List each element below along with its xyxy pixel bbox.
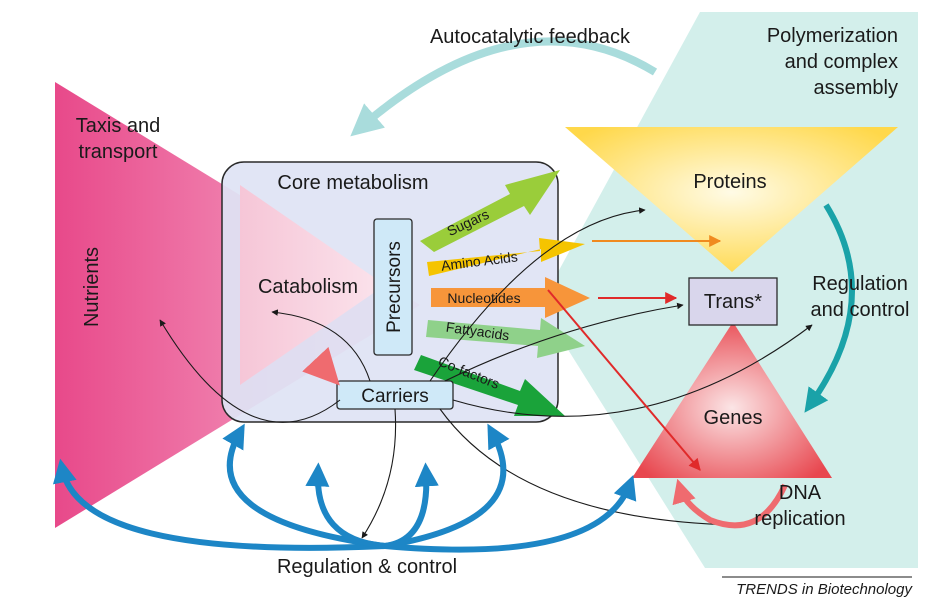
autocatalytic-label: Autocatalytic feedback xyxy=(430,26,631,48)
product-arrow-fattyacids xyxy=(426,318,585,358)
precursors-label: Precursors xyxy=(384,241,405,333)
taxis-label-2: transport xyxy=(79,141,158,163)
regulation-arrows xyxy=(53,423,637,553)
catabolism-label: Catabolism xyxy=(258,276,358,298)
carriers-label: Carriers xyxy=(361,386,429,407)
trans-label: Trans* xyxy=(704,291,762,313)
product-label-nucleotides: Nucleotides xyxy=(447,290,520,306)
product-arrow-sugars xyxy=(420,170,560,252)
polymerization-label-2: and complex xyxy=(785,51,898,73)
product-arrow-amino-acids xyxy=(427,238,585,276)
nucleotides-to-genes-arrow xyxy=(547,289,701,471)
credit-label: TRENDS in Biotechnology xyxy=(736,581,913,598)
dna-label-1: DNA xyxy=(779,482,822,504)
proteins-label: Proteins xyxy=(693,171,766,193)
catabolism-triangle xyxy=(240,185,385,385)
genes-label: Genes xyxy=(704,407,763,429)
taxis-label-1: Taxis and xyxy=(76,115,161,137)
genes-triangle xyxy=(632,322,832,478)
dna-replication-arrow xyxy=(672,478,788,529)
polymerization-label-1: Polymerization xyxy=(767,25,898,47)
regulation-right-label-1: Regulation xyxy=(812,273,908,295)
nutrients-label: Nutrients xyxy=(81,247,103,327)
catabolism-to-carriers-arrow xyxy=(302,346,340,386)
autocatalytic-arrow xyxy=(350,37,658,137)
regulation-bottom-label: Regulation & control xyxy=(277,556,457,578)
product-arrow-cofactors xyxy=(414,355,565,416)
black-connectors xyxy=(159,207,813,539)
proteins-to-genes-arrow xyxy=(804,203,855,413)
product-arrow-nucleotides xyxy=(431,277,590,318)
polymerization-label-3: assembly xyxy=(814,77,898,99)
precursors-box xyxy=(373,218,413,356)
dna-label-2: replication xyxy=(754,508,845,530)
proteins-triangle xyxy=(565,127,898,272)
trans-box xyxy=(688,277,778,326)
core-metabolism-label: Core metabolism xyxy=(277,172,428,194)
regulation-right-label-2: and control xyxy=(811,299,910,321)
